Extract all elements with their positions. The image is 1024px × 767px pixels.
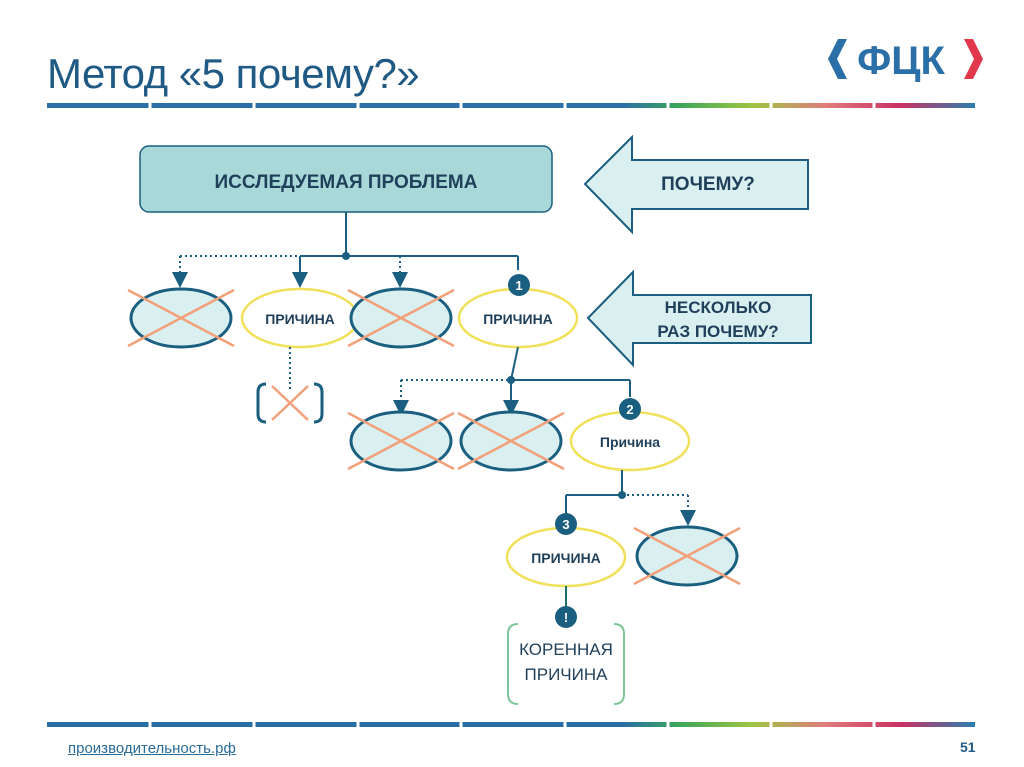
rejected-cause-1 (127, 287, 235, 349)
several-why-line1: НЕСКОЛЬКО (665, 298, 772, 317)
problem-label: ИССЛЕДУЕМАЯ ПРОБЛЕМА (215, 172, 478, 193)
level2-connectors (393, 346, 631, 416)
cause-label-d: ПРИЧИНА (531, 550, 601, 566)
badge-3: 3 (555, 513, 577, 535)
badge-1: 1 (508, 274, 530, 296)
level1-connectors (172, 212, 519, 288)
cause-label-b: ПРИЧИНА (483, 311, 553, 327)
svg-text:!: ! (564, 610, 568, 625)
fck-logo: ФЦК (828, 39, 983, 83)
rejected-cause-2 (347, 287, 455, 349)
why-label: ПОЧЕМУ? (661, 174, 755, 195)
cause-label-a: ПРИЧИНА (265, 311, 335, 327)
level3-connectors (565, 470, 696, 526)
top-separator (47, 102, 975, 109)
cause-oval-a: ПРИЧИНА (240, 287, 360, 349)
badge-root: ! (555, 606, 577, 628)
svg-text:2: 2 (626, 402, 633, 417)
badge-2: 2 (619, 398, 641, 420)
root-line1: КОРЕННАЯ (519, 640, 613, 659)
dead-end-branch (256, 347, 324, 424)
rejected-cause-4 (457, 410, 565, 472)
several-why-arrow: НЕСКОЛЬКО РАЗ ПОЧЕМУ? (586, 269, 812, 368)
cause-oval-c: Причина (569, 410, 691, 472)
svg-text:3: 3 (562, 517, 569, 532)
rejected-cause-3 (347, 410, 455, 472)
root-cause: КОРЕННАЯ ПРИЧИНА (507, 623, 625, 705)
several-why-line2: РАЗ ПОЧЕМУ? (657, 322, 778, 341)
cause-oval-d: ПРИЧИНА (505, 526, 627, 588)
footer-link[interactable]: производительность.рф (68, 740, 236, 757)
cause-oval-b: ПРИЧИНА (457, 287, 579, 349)
svg-text:1: 1 (515, 278, 522, 293)
bottom-separator (47, 721, 975, 728)
logo-text: ФЦК (857, 39, 945, 83)
cause-label-c: Причина (600, 434, 660, 450)
root-line2: ПРИЧИНА (525, 665, 609, 684)
problem-box: ИССЛЕДУЕМАЯ ПРОБЛЕМА (139, 145, 553, 213)
rejected-cause-5 (633, 525, 741, 587)
page-number: 51 (960, 739, 976, 755)
why-arrow: ПОЧЕМУ? (583, 134, 809, 235)
page-title: Метод «5 почему?» (47, 50, 420, 97)
